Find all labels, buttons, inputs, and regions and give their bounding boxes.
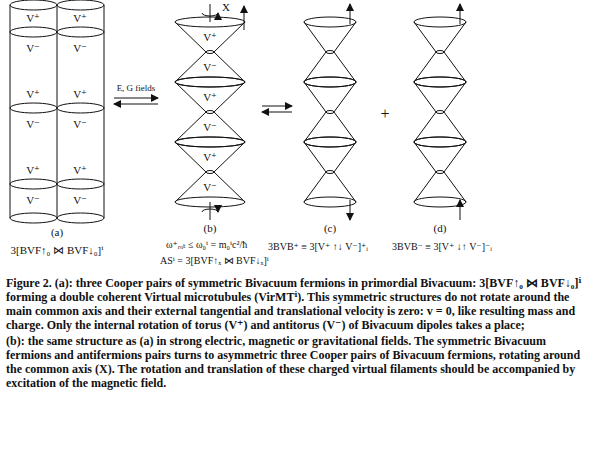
stroke	[175, 77, 245, 87]
stroke	[326, 111, 334, 114]
stroke	[414, 137, 466, 147]
figure-label: V⁺	[73, 164, 87, 177]
microtubule-drawing	[10, 0, 104, 223]
stroke	[334, 22, 356, 82]
stroke	[175, 77, 245, 87]
stroke	[175, 142, 206, 202]
stroke	[10, 27, 57, 37]
figure-label: V⁺	[203, 151, 217, 164]
stroke	[334, 82, 356, 142]
figure-label: 3BVB⁺ ≡ 3[V⁺ ↑↓ V⁻]⁺ᵢ	[268, 240, 368, 253]
stroke	[304, 142, 326, 202]
stroke	[175, 82, 206, 142]
figure-label: (c)	[324, 222, 336, 235]
stroke	[10, 0, 57, 10]
stroke	[436, 111, 444, 114]
figure-label: V⁻	[26, 118, 40, 131]
stroke	[10, 179, 57, 189]
stroke	[334, 142, 356, 202]
rotation-axis	[202, 4, 460, 220]
figure-label: V⁺	[73, 88, 87, 101]
figure-label: V⁻	[203, 61, 217, 74]
figure-label: V⁺	[26, 164, 40, 177]
stroke	[206, 111, 214, 114]
stroke	[304, 22, 326, 82]
stroke	[304, 77, 356, 87]
figure-label: V⁻	[26, 194, 40, 207]
stroke	[175, 197, 245, 207]
stroke	[304, 137, 356, 147]
figure-label: V⁺	[26, 12, 40, 25]
stroke	[436, 51, 444, 54]
field-arrows	[114, 98, 292, 112]
caption-paragraph: (b): the same structure as (a) in strong…	[6, 334, 586, 390]
stroke	[214, 82, 245, 142]
stroke	[304, 17, 356, 27]
stroke	[175, 22, 206, 82]
figure-label: ASⁱ = 3[BVF↑ₓ ⋈ BVF↓ₓ]ⁱ	[160, 254, 269, 267]
stroke	[414, 77, 466, 87]
figure-label: 3BVB⁻ ≡ 3[V⁺ ↓↑ V⁻]⁻ᵢ	[392, 240, 492, 253]
figure-label: V⁺	[73, 12, 87, 25]
figure-label: E, G fields	[117, 82, 156, 94]
figure-label: 3[BVF↑₀ ⋈ BVF↓₀]ⁱ	[10, 243, 103, 257]
stroke	[444, 142, 466, 202]
figure-label: V⁺	[26, 88, 40, 101]
stroke	[214, 22, 245, 82]
stroke	[214, 142, 245, 202]
stroke	[57, 179, 104, 189]
figure-label: V⁻	[203, 121, 217, 134]
stroke	[10, 103, 57, 113]
illustration	[0, 0, 592, 275]
figure-label: V⁻	[73, 118, 87, 131]
stroke	[414, 77, 466, 87]
figure-label: V⁻	[203, 181, 217, 194]
figure-label: (d)	[434, 222, 447, 235]
stroke	[175, 17, 245, 27]
stroke	[206, 171, 214, 174]
figure-label: X	[222, 1, 230, 14]
figure-label: V⁻	[73, 194, 87, 207]
stroke	[57, 27, 104, 37]
stroke	[206, 51, 214, 54]
figure-label: (a)	[51, 226, 63, 239]
stroke	[414, 137, 466, 147]
figure-label: (b)	[204, 222, 217, 235]
stroke	[414, 197, 466, 207]
stroke	[10, 213, 57, 223]
stroke	[304, 137, 356, 147]
figure-label: +	[380, 104, 389, 123]
figure-label: ω⁺ᵣₒₜ ≤ ω₀ⁱ = m₀ⁱc²/ħ	[166, 238, 247, 251]
stroke	[57, 103, 104, 113]
figure-label: V⁺	[203, 91, 217, 104]
figure-label: V⁻	[26, 42, 40, 55]
stroke	[304, 77, 356, 87]
stroke	[444, 22, 466, 82]
figure-caption: Figure 2. (a): three Cooper pairs of sym…	[6, 276, 586, 332]
stroke	[57, 0, 104, 10]
stroke	[326, 171, 334, 174]
stroke	[436, 171, 444, 174]
stroke	[444, 82, 466, 142]
stroke	[175, 137, 245, 147]
stroke	[304, 197, 356, 207]
stroke	[414, 82, 436, 142]
stroke	[326, 51, 334, 54]
stroke	[304, 82, 326, 142]
dipole-cones	[175, 17, 466, 207]
stroke	[414, 17, 466, 27]
stroke	[414, 142, 436, 202]
stroke	[57, 213, 104, 223]
figure-label: V⁺	[203, 31, 217, 44]
stroke	[414, 22, 436, 82]
figure-label: V⁻	[73, 42, 87, 55]
stroke	[175, 137, 245, 147]
